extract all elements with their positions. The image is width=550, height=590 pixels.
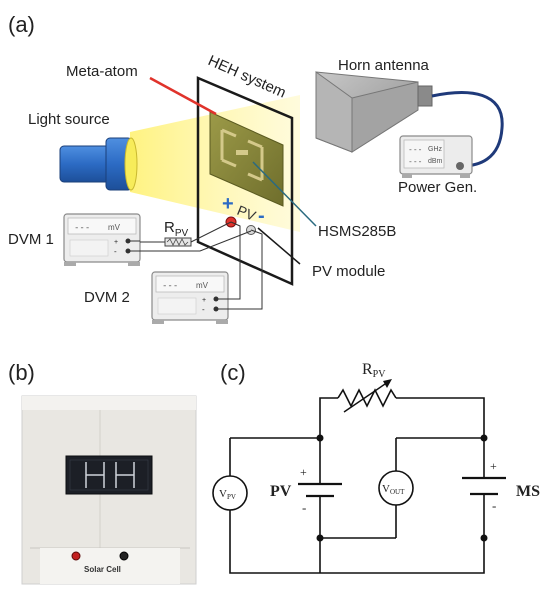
power-gen-display-1: --- [408,145,422,154]
ms-battery-minus: - [492,498,496,513]
horn-antenna-label: Horn antenna [338,57,430,74]
panel-c: (c) [212,360,540,574]
panel-a: (a) Light source HEH system + - PV Meta- [8,12,504,324]
dvm2-plus: + [202,297,206,304]
junction-dots [316,434,488,542]
rpv-variable-arrow [343,379,392,413]
pv-battery-plus: + [300,465,307,479]
power-gen-unit-dbm: dBm [428,158,443,165]
dvm1-display: --- [74,223,90,233]
solar-terminal-red [71,551,81,561]
horn-antenna [315,71,433,153]
vpv-label: VPV [219,488,236,501]
heh-system-label: HEH system [205,52,288,101]
power-gen-display-2: --- [408,157,422,166]
pv-battery-label: PV [270,483,292,500]
dvm1-plus: + [114,239,118,246]
wiring-a [128,221,263,310]
meta-atom-pointer [149,76,217,116]
solar-cell-panel [65,455,153,495]
ms-battery-symbol [462,476,506,496]
dvm1-unit: mV [108,223,121,232]
dvm-1: --- mV + - [63,213,141,266]
meta-atom-board [209,111,284,207]
pv-plus-marker: + [222,193,234,215]
pv-module-label: PV module [312,263,385,280]
heh-frame [196,76,294,286]
pv-module-pointer [257,227,301,265]
vout-meter [378,470,414,506]
rpv-resistor-a [140,237,192,247]
dvm2-display: --- [162,281,178,291]
dvm-2: --- mV + - [151,271,229,324]
hsms-label: HSMS285B [318,223,396,240]
power-generator: --- --- GHz dBm [399,135,473,178]
solar-terminal-black [119,551,129,561]
pv-text: PV [235,202,259,224]
pv-minus-marker: - [258,205,265,227]
vpv-meter [212,475,248,511]
power-gen-label: Power Gen. [398,179,477,196]
circuit-wires [229,388,485,574]
light-source [59,137,138,191]
pv-battery-minus: - [302,500,306,515]
dvm1-label: DVM 1 [8,231,54,248]
terminal-box [40,548,180,584]
dvm2-unit: mV [196,281,209,290]
panel-b-label: (b) [8,360,35,385]
light-source-label: Light source [28,111,110,128]
vout-label: VOUT [382,483,405,496]
dvm2-minus: - [202,305,205,314]
panel-c-label: (c) [220,360,246,385]
board-top-strip [22,396,196,410]
power-gen-unit-ghz: GHz [428,146,443,153]
ms-battery-label: MS [516,483,540,500]
panel-a-label: (a) [8,12,35,37]
rf-cable [431,91,504,168]
pv-battery-symbol [298,482,342,498]
hsms-pointer [252,161,317,227]
rpv-a-label: RPV [164,219,189,239]
dvm2-label: DVM 2 [84,289,130,306]
rpv-c-label: RPV [362,361,386,380]
ms-battery-plus: + [490,459,497,473]
meta-atom-label: Meta-atom [66,63,138,80]
dvm1-minus: - [114,247,117,256]
panel-b: (b) Solar Cell [8,360,197,585]
solar-cell-label: Solar Cell [84,565,121,574]
